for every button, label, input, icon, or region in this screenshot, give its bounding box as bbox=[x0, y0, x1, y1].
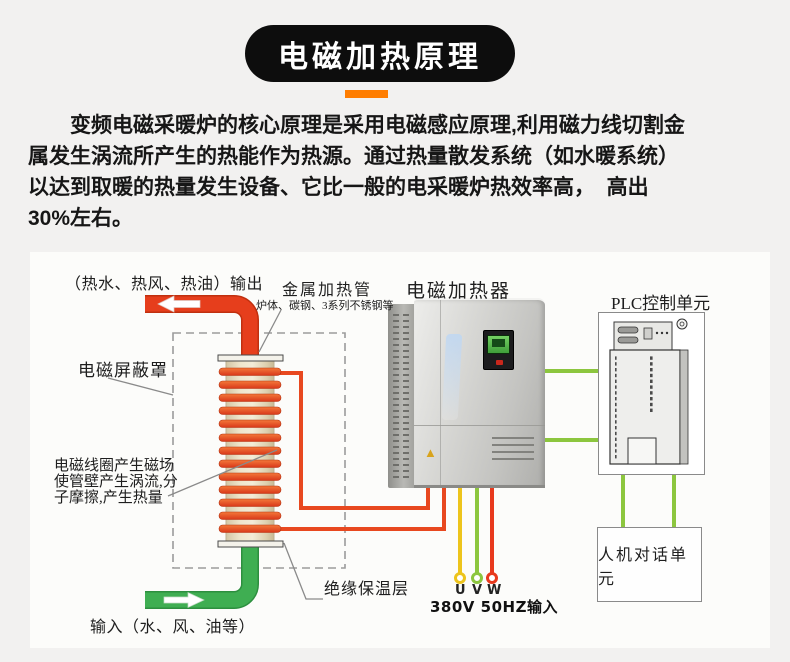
lcd-display-icon bbox=[492, 339, 505, 347]
coil-power-wires bbox=[276, 371, 446, 531]
control-panel bbox=[483, 330, 514, 370]
input-pipe-outline bbox=[145, 544, 259, 609]
coil-note-label: 电磁线圈产生磁场 使管壁产生涡流,分 子摩擦,产生热量 bbox=[54, 458, 178, 506]
output-pipe-outline bbox=[145, 295, 259, 358]
power-label: 380V 50HZ输入 bbox=[430, 598, 558, 616]
lcd-screen bbox=[487, 335, 510, 354]
cabinet-divider bbox=[414, 425, 545, 426]
shield-label: 电磁屏蔽罩 bbox=[78, 361, 168, 380]
cabinet-door-seam bbox=[440, 300, 441, 486]
terminal-w bbox=[486, 572, 498, 584]
terminal-u bbox=[454, 572, 466, 584]
title-accent-bar bbox=[345, 90, 388, 98]
terminal-v bbox=[471, 572, 483, 584]
phase-w-label: W bbox=[487, 583, 502, 598]
heater-label: 电磁加热器 bbox=[406, 281, 512, 302]
phase-u-label: U bbox=[455, 583, 466, 598]
coil-note-line: 电磁线圈产生磁场 bbox=[54, 458, 175, 474]
input-pipe bbox=[145, 544, 258, 608]
cabinet-vents-icon bbox=[492, 437, 534, 461]
output-label: （热水、热风、热油）输出 bbox=[65, 276, 264, 293]
flow-arrow-left-icon bbox=[157, 295, 201, 313]
intro-line: 属发生涡流所产生的热能作为热源。通过热量散发系统（如水暖系统） bbox=[28, 145, 679, 168]
metal-tube-sublabel: 炉体、碳钢、3系列不锈钢等 bbox=[256, 300, 394, 312]
intro-line: 变频电磁采暖炉的核心原理是采用电磁感应原理,利用磁力线切割金 bbox=[28, 114, 685, 137]
brand-logo-icon: ▲ bbox=[424, 445, 437, 460]
heater-cabinet: ▲ bbox=[388, 298, 545, 490]
tube-flange-top bbox=[217, 354, 284, 362]
induction-coil bbox=[218, 367, 282, 533]
intro-paragraph: 变频电磁采暖炉的核心原理是采用电磁感应原理,利用磁力线切割金 属发生涡流所产生的… bbox=[28, 110, 773, 234]
plc-drawing bbox=[609, 318, 689, 465]
vent-slots-icon bbox=[393, 314, 399, 478]
plc-label: PLC控制单元 bbox=[611, 294, 711, 313]
cabinet-base bbox=[414, 485, 545, 488]
input-label: 输入（水、风、油等） bbox=[90, 619, 256, 636]
metal-tube-label: 金属加热管 bbox=[282, 282, 373, 299]
intro-line: 30%左右。 bbox=[28, 207, 134, 230]
coil-note-line: 使管壁产生涡流,分 bbox=[54, 474, 178, 490]
hmi-label: 人机对话单元 bbox=[598, 546, 689, 588]
hmi-box: 人机对话单元 bbox=[597, 527, 702, 602]
page-title-text: 电磁加热原理 bbox=[278, 40, 482, 74]
panel-button bbox=[496, 360, 503, 365]
diagram-svg bbox=[107, 295, 689, 609]
control-lines-plc-hmi bbox=[621, 475, 676, 527]
coil-note-line: 子摩擦,产生热量 bbox=[54, 490, 163, 506]
phase-v-label: V bbox=[472, 583, 483, 598]
leader-lines bbox=[107, 309, 323, 600]
diagram: ▲ 人机对话单元 （热水、热风、热油）输出 电磁屏蔽罩 金属加热管 炉体、碳钢、… bbox=[30, 252, 770, 648]
control-lines-heater-plc bbox=[545, 369, 598, 442]
insulation-label: 绝缘保温层 bbox=[324, 581, 410, 598]
vent-slots-icon bbox=[403, 314, 409, 478]
output-pipe bbox=[145, 296, 258, 358]
page-title: 电磁加热原理 bbox=[245, 25, 515, 82]
cabinet-side-panel bbox=[388, 304, 414, 488]
phase-wires bbox=[458, 482, 494, 574]
intro-line: 以达到取暖的热量发生设备、它比一般的电采暖炉热效率高， 高出 bbox=[28, 176, 649, 199]
flow-arrow-right-icon bbox=[163, 591, 205, 609]
tube-flange-bottom bbox=[217, 540, 284, 548]
